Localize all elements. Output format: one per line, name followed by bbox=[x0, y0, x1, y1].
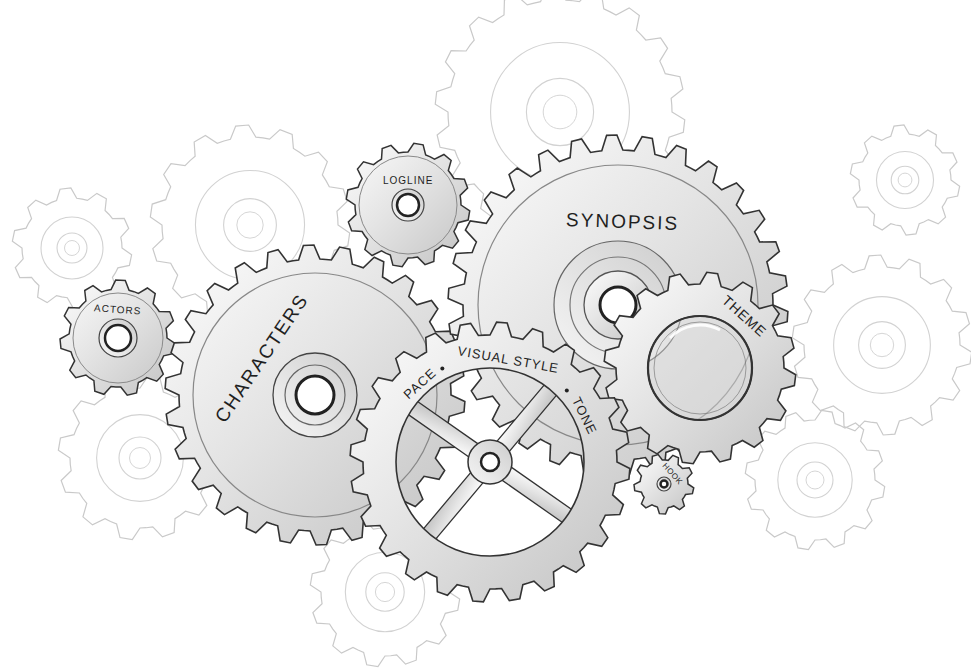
ring-lens bbox=[648, 316, 752, 420]
gear-body bbox=[634, 455, 694, 514]
wheel-hub bbox=[468, 440, 512, 484]
faint-gear-hole bbox=[870, 333, 893, 356]
faint-gear-outline bbox=[745, 410, 884, 549]
lens-highlight bbox=[670, 325, 720, 338]
faint-gear bbox=[745, 410, 884, 549]
gear-body bbox=[350, 322, 630, 602]
gear-shape bbox=[60, 280, 176, 396]
faint-gear bbox=[792, 255, 971, 435]
gear-label: LOGLINE bbox=[383, 175, 433, 186]
faint-gear-hole bbox=[130, 448, 151, 469]
faint-gear-hub bbox=[859, 322, 906, 369]
faint-gear-outline bbox=[792, 255, 971, 435]
gear-hub bbox=[99, 319, 137, 357]
faint-gear-hole bbox=[898, 173, 912, 187]
gear-node: THEME bbox=[604, 272, 796, 464]
faint-gear-hole bbox=[375, 582, 394, 601]
faint-gear-hub bbox=[891, 166, 919, 194]
wheel-spoke bbox=[499, 465, 574, 524]
faint-gear bbox=[850, 125, 959, 235]
faint-gear-ring bbox=[41, 217, 103, 279]
ring-gear bbox=[604, 272, 796, 464]
faint-gear-hole bbox=[237, 212, 263, 238]
separator-dot bbox=[440, 366, 444, 370]
faint-gear-hub bbox=[119, 437, 161, 479]
faint-gear-hole bbox=[806, 471, 824, 489]
gear-hub-ring bbox=[285, 365, 345, 425]
gear-node: LOGLINE bbox=[346, 143, 470, 267]
faint-gear-ring bbox=[97, 415, 184, 502]
gear-hub bbox=[273, 353, 357, 437]
gear-hole bbox=[661, 481, 668, 488]
gear-node: ACTORS bbox=[60, 280, 176, 396]
faint-gear-hole bbox=[543, 95, 577, 129]
faint-gear-hub bbox=[224, 199, 277, 252]
faint-gear-ring bbox=[834, 297, 931, 394]
faint-gear-hub bbox=[366, 573, 404, 611]
background-gear-group bbox=[12, 0, 971, 667]
gear-hole bbox=[296, 376, 334, 414]
gear-body bbox=[60, 280, 176, 395]
faint-gear-ring bbox=[876, 151, 933, 208]
wheel-spoke bbox=[407, 400, 482, 459]
wheel-hole bbox=[481, 453, 499, 471]
gear-teeth bbox=[60, 280, 176, 395]
gear-teeth bbox=[346, 143, 469, 266]
gear-hole bbox=[397, 194, 419, 216]
gear-label: SYNOPSIS bbox=[565, 210, 679, 235]
wheel-rim bbox=[350, 322, 630, 602]
gear-hub bbox=[392, 189, 424, 221]
gear-body bbox=[604, 272, 796, 464]
gear-teeth bbox=[634, 455, 694, 514]
gear-body bbox=[346, 143, 469, 266]
faint-gear-hub bbox=[526, 78, 593, 145]
gear-ring bbox=[73, 293, 163, 383]
faint-gear-hub bbox=[57, 233, 87, 263]
faint-gear-outline bbox=[850, 125, 959, 235]
ring-lens-inner bbox=[654, 322, 746, 414]
faint-gear-hole bbox=[65, 241, 80, 256]
gear-shape bbox=[604, 272, 796, 464]
gear-shape bbox=[346, 143, 470, 267]
gear-hole bbox=[105, 325, 131, 351]
faint-gear-ring bbox=[778, 443, 852, 517]
gear-ring bbox=[359, 156, 457, 254]
gear-node: PACEVISUAL STYLETONE bbox=[350, 322, 630, 602]
faint-gear-hub bbox=[797, 462, 833, 498]
gear-node: HOOK bbox=[634, 454, 694, 514]
gear-hub bbox=[657, 477, 671, 491]
separator-dot bbox=[565, 388, 569, 392]
